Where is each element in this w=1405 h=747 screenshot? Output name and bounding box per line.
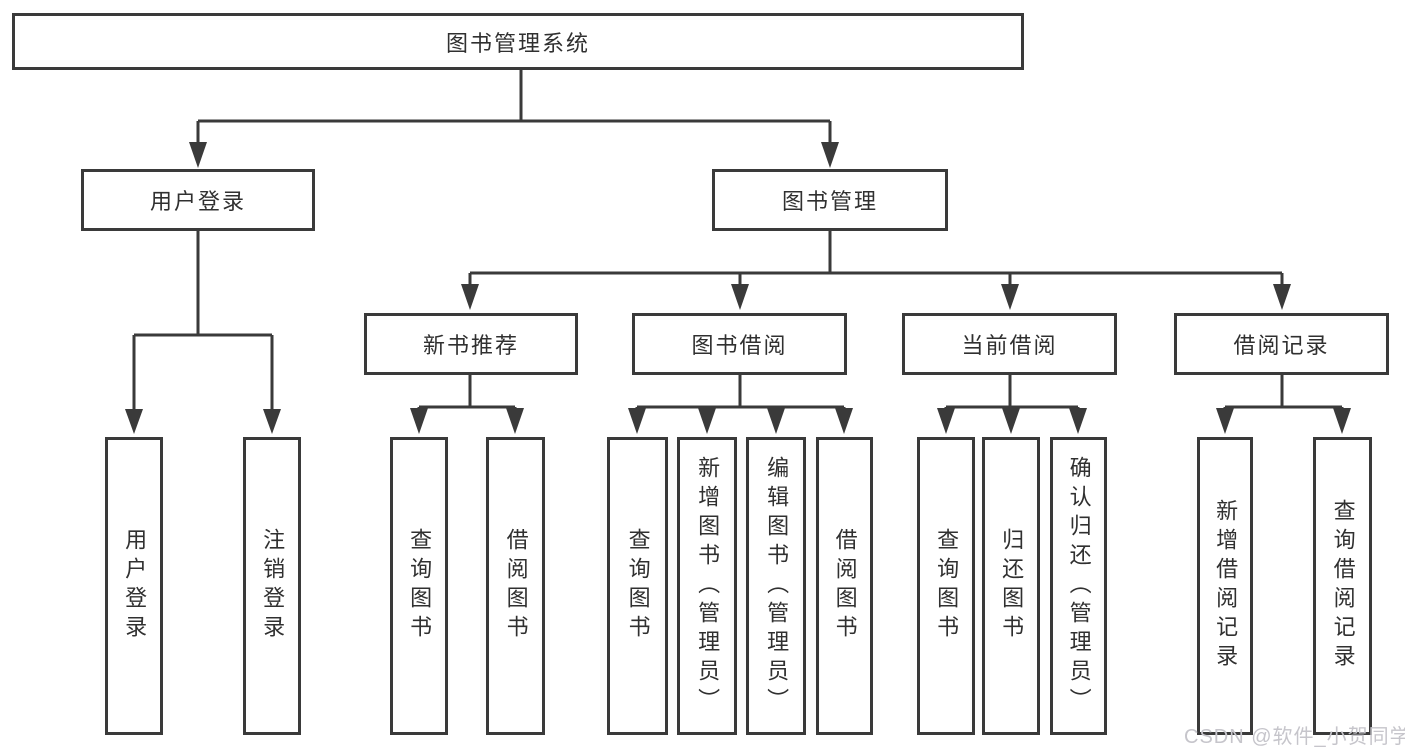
leaf-add-books-admin-label: 新增图书（管理员） (695, 455, 721, 717)
arrow-down-icon (698, 408, 716, 434)
leaf-query-books-current: 查询图书 (917, 437, 975, 735)
arrow-down-icon (410, 408, 428, 434)
arrow-down-icon (767, 408, 785, 434)
leaf-logout-label: 注销登录 (260, 528, 286, 644)
node-new-book-recommend-label: 新书推荐 (422, 333, 519, 358)
node-user-login: 用户登录 (81, 169, 315, 231)
arrow-down-icon (628, 408, 646, 434)
arrow-down-icon (821, 142, 839, 168)
leaf-borrow-books-recommend: 借阅图书 (486, 437, 545, 735)
node-borrow-records: 借阅记录 (1174, 313, 1389, 375)
connector-current-borrow-to-leaves (937, 375, 1087, 434)
leaf-query-books-current-label: 查询图书 (934, 528, 960, 644)
node-book-borrow-label: 图书借阅 (691, 333, 788, 358)
arrow-down-icon (1069, 408, 1087, 434)
arrow-down-icon (1002, 408, 1020, 434)
leaf-query-books-borrow: 查询图书 (607, 437, 668, 735)
leaf-borrow-books-borrow-label: 借阅图书 (832, 528, 858, 644)
node-user-login-label: 用户登录 (149, 189, 246, 214)
connector-new-book-recommend-to-leaves (410, 375, 524, 434)
leaf-logout: 注销登录 (243, 437, 301, 735)
arrow-down-icon (937, 408, 955, 434)
leaf-add-borrow-record-label: 新增借阅记录 (1213, 499, 1239, 673)
leaf-confirm-return-admin: 确认归还（管理员） (1050, 437, 1107, 735)
connector-book-borrow-to-leaves (628, 375, 853, 434)
arrow-down-icon (1216, 408, 1234, 434)
leaf-query-books-recommend-label: 查询图书 (407, 528, 433, 644)
arrow-down-icon (835, 408, 853, 434)
leaf-query-books-borrow-label: 查询图书 (625, 528, 651, 644)
leaf-add-borrow-record: 新增借阅记录 (1197, 437, 1253, 735)
node-root-label: 图书管理系统 (445, 30, 590, 56)
arrow-down-icon (1333, 408, 1351, 434)
leaf-return-books: 归还图书 (982, 437, 1040, 735)
connector-user-login-to-leaves (125, 230, 281, 434)
leaf-borrow-books-borrow: 借阅图书 (816, 437, 873, 735)
leaf-edit-books-admin: 编辑图书（管理员） (746, 437, 806, 735)
node-book-borrow: 图书借阅 (632, 313, 847, 375)
connector-root-to-level2 (189, 70, 839, 168)
arrow-down-icon (1001, 284, 1019, 310)
node-current-borrow-label: 当前借阅 (961, 333, 1058, 358)
leaf-return-books-label: 归还图书 (999, 528, 1025, 644)
csdn-watermark: CSDN @软件_小贺同学 (1184, 726, 1405, 747)
leaf-borrow-books-recommend-label: 借阅图书 (503, 528, 529, 644)
node-new-book-recommend: 新书推荐 (364, 313, 578, 375)
arrow-down-icon (263, 409, 281, 434)
leaf-query-borrow-record: 查询借阅记录 (1313, 437, 1372, 735)
node-borrow-records-label: 借阅记录 (1233, 333, 1330, 358)
arrow-down-icon (461, 284, 479, 310)
leaf-edit-books-admin-label: 编辑图书（管理员） (764, 455, 790, 717)
leaf-add-books-admin: 新增图书（管理员） (677, 437, 737, 735)
connector-book-management-to-level3 (461, 230, 1291, 310)
node-book-management: 图书管理 (712, 169, 948, 231)
leaf-query-books-recommend: 查询图书 (390, 437, 448, 735)
node-book-management-label: 图书管理 (781, 189, 878, 214)
node-root: 图书管理系统 (12, 13, 1024, 70)
connector-borrow-records-to-leaves (1216, 375, 1351, 434)
arrow-down-icon (125, 409, 143, 434)
leaf-user-login-label: 用户登录 (122, 528, 148, 644)
arrow-down-icon (506, 408, 524, 434)
leaf-query-borrow-record-label: 查询借阅记录 (1330, 499, 1356, 673)
node-current-borrow: 当前借阅 (902, 313, 1117, 375)
leaf-user-login: 用户登录 (105, 437, 163, 735)
arrow-down-icon (731, 284, 749, 310)
arrow-down-icon (1273, 284, 1291, 310)
leaf-confirm-return-admin-label: 确认归还（管理员） (1066, 455, 1092, 717)
arrow-down-icon (189, 142, 207, 168)
